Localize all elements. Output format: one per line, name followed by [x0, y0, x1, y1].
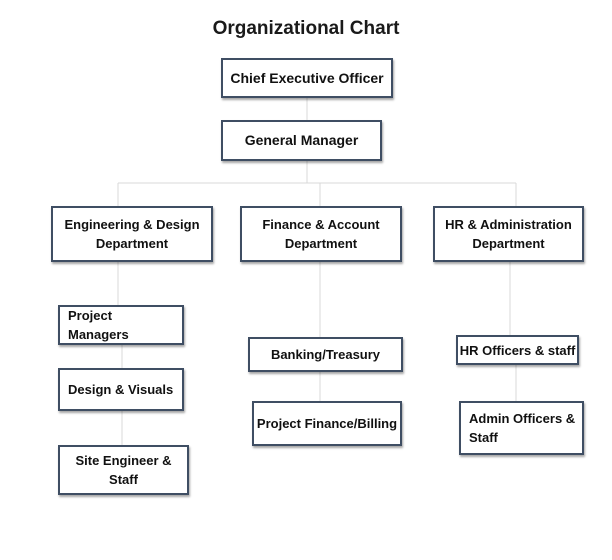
engineering-department-box: Engineering & Design Department [51, 206, 213, 262]
site-engineer-label: Site Engineer & Staff [75, 453, 172, 487]
banking-treasury-box: Banking/Treasury [248, 337, 403, 372]
project-managers-box: Project Managers [58, 305, 184, 345]
general-manager-label: General Manager [244, 132, 359, 148]
chart-title: Organizational Chart [212, 18, 400, 39]
design-visuals-box: Design & Visuals [58, 368, 184, 411]
hr-officers-box: HR Officers & staff [456, 335, 579, 365]
project-finance-billing-box: Project Finance/Billing [252, 401, 402, 446]
finance-department-box: Finance & Account Department [240, 206, 402, 262]
engineering-department-label: Engineering & Design Department [64, 217, 200, 251]
finance-department-label: Finance & Account Department [262, 217, 380, 251]
site-engineer-box: Site Engineer & Staff [58, 445, 189, 495]
ceo-box: Chief Executive Officer [221, 58, 393, 98]
admin-officers-label: Admin Officers & Staff [469, 411, 576, 445]
project-finance-billing-label: Project Finance/Billing [256, 416, 398, 431]
hr-department-label: HR & Administration Department [445, 217, 572, 251]
admin-officers-box: Admin Officers & Staff [459, 401, 584, 455]
ceo-label: Chief Executive Officer [230, 69, 384, 86]
hr-department-box: HR & Administration Department [433, 206, 584, 262]
project-managers-label: Project Managers [68, 308, 129, 342]
hr-officers-label: HR Officers & staff [459, 342, 576, 358]
banking-treasury-label: Banking/Treasury [270, 347, 381, 362]
general-manager-box: General Manager [221, 120, 382, 161]
design-visuals-label: Design & Visuals [68, 382, 174, 397]
